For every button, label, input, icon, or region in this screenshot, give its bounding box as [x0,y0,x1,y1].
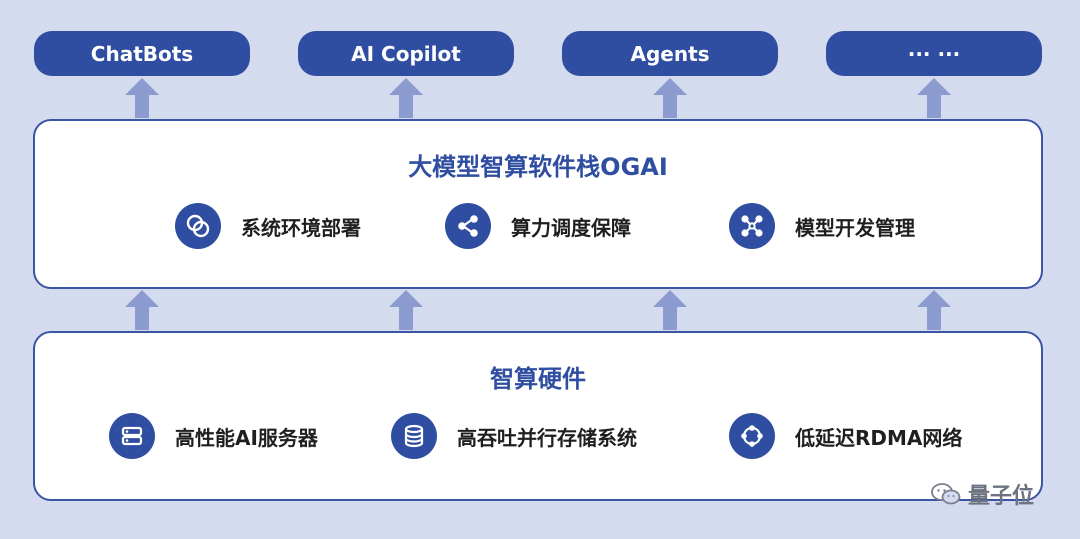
up-arrow-icon [389,78,423,118]
up-arrow-icon [653,78,687,118]
up-arrow-icon [125,290,159,330]
up-arrow-icon [653,290,687,330]
top-item-chatbots: ChatBots [34,31,250,76]
up-arrow-icon [917,290,951,330]
database-icon [391,413,437,459]
network-nodes-icon [729,203,775,249]
watermark-text: 量子位 [968,484,1035,509]
up-arrow-icon [389,290,423,330]
wechat-icon [931,483,961,505]
share-nodes-icon [445,203,491,249]
stack-item-label: 系统环境部署 [241,215,361,240]
server-icon [109,413,155,459]
stack-item-system-deploy: 系统环境部署 [175,203,361,249]
hardware-item-label: 低延迟RDMA网络 [795,425,963,450]
stack-item-label: 算力调度保障 [511,215,631,240]
stack-item-label: 模型开发管理 [795,215,915,240]
overlapping-circles-icon [175,203,221,249]
stack-item-model-dev: 模型开发管理 [729,203,915,249]
software-stack-panel: 大模型智算软件栈OGAI 系统环境部署 算力调度保障 模型开发管理 [33,119,1043,289]
top-item-more: ··· ··· [826,31,1042,76]
hardware-panel: 智算硬件 高性能AI服务器 高吞吐并行存储系统 低延迟RDMA网络 [33,331,1043,501]
hardware-item-storage: 高吞吐并行存储系统 [391,413,637,459]
hardware-title: 智算硬件 [490,365,586,393]
hardware-item-label: 高吞吐并行存储系统 [457,425,637,450]
up-arrow-icon [917,78,951,118]
top-item-ai-copilot: AI Copilot [298,31,514,76]
hardware-item-label: 高性能AI服务器 [175,425,318,450]
up-arrow-icon [125,78,159,118]
network-ring-icon [729,413,775,459]
hardware-item-ai-server: 高性能AI服务器 [109,413,318,459]
stack-item-compute-scheduling: 算力调度保障 [445,203,631,249]
hardware-item-rdma: 低延迟RDMA网络 [729,413,962,459]
software-stack-title: 大模型智算软件栈OGAI [408,153,668,181]
watermark: 量子位 [930,478,1034,510]
top-item-agents: Agents [562,31,778,76]
